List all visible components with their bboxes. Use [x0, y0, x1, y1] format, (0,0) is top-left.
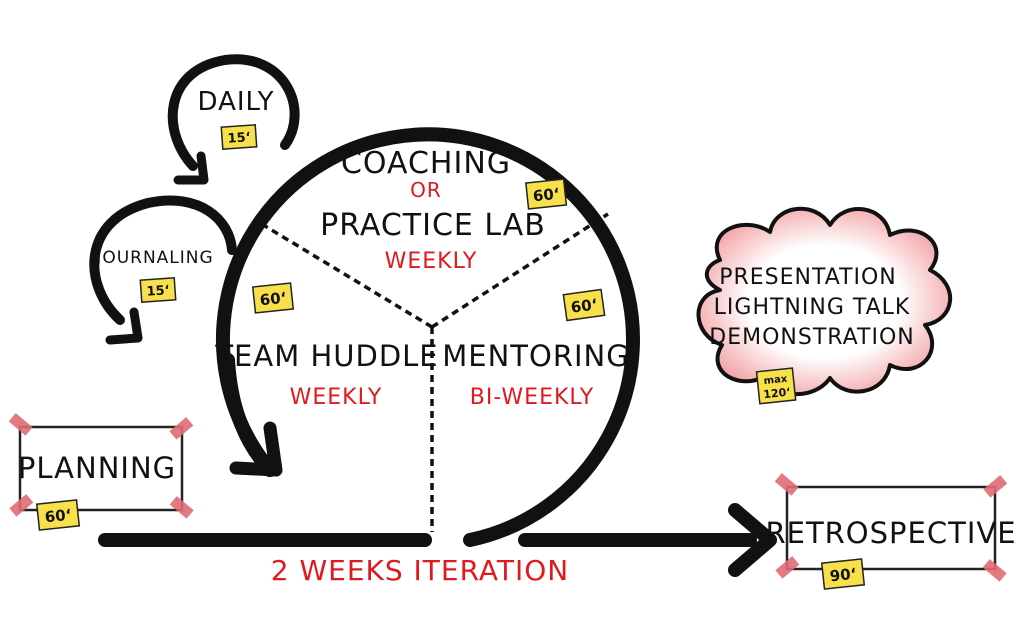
retro-tape-top-left	[774, 473, 799, 496]
retro-tape-bottom-left	[775, 556, 800, 579]
timeline: 2 WEEKS ITERATION	[98, 503, 777, 587]
mentoring-duration-tag: 60‘	[562, 288, 606, 322]
daily-label: DAILY	[198, 87, 275, 117]
mentoring-frequency: BI-WEEKLY	[470, 385, 594, 410]
planning-card-frame	[18, 425, 184, 512]
mentoring-title: MENTORING	[442, 339, 629, 373]
segment-team-huddle: 60‘ TEAM HUDDLE WEEKLY	[214, 282, 438, 410]
journaling-loop-path	[89, 195, 237, 325]
segment-coaching: COACHING OR PRACTICE LAB WEEKLY 60‘	[320, 146, 568, 274]
journaling-duration: 15‘	[146, 283, 170, 300]
mentoring-duration: 60‘	[570, 295, 599, 317]
cycle-ring	[215, 127, 640, 547]
coaching-duration: 60‘	[532, 185, 560, 206]
planning-tape-top-right	[169, 417, 194, 440]
burst-line-1: PRESENTATION	[719, 265, 897, 290]
retrospective-duration-tag: 90‘	[820, 558, 866, 590]
burst-duration-max: max	[763, 374, 788, 387]
retrospective-duration: 90‘	[829, 565, 857, 586]
daily-loop: DAILY 15‘	[167, 54, 300, 185]
journaling-arrowhead-icon	[105, 307, 143, 345]
timeline-label: 2 WEEKS ITERATION	[271, 554, 570, 587]
retrospective-card: RETROSPECTIVE 90‘	[765, 473, 1016, 590]
journaling-loop: JOURNALING 15‘	[89, 195, 237, 345]
daily-duration: 15‘	[227, 130, 251, 147]
cycle-circle	[215, 127, 640, 547]
burst-duration-value: 120‘	[763, 385, 791, 401]
planning-duration: 60‘	[44, 506, 72, 527]
team-huddle-frequency: WEEKLY	[290, 385, 383, 410]
burst-duration-tag: max 120‘	[755, 367, 797, 405]
burst-line-3: DEMONSTRATION	[709, 325, 914, 350]
planning-tape-bottom-right	[169, 496, 194, 519]
planning-duration-tag: 60‘	[35, 499, 81, 531]
retro-tape-bottom-right	[982, 559, 1007, 582]
divider-left	[254, 218, 433, 329]
presentation-burst: PRESENTATION LIGHTNING TALK DEMONSTRATIO…	[696, 206, 952, 405]
cycle-tail	[221, 353, 277, 477]
planning-label: PLANNING	[18, 451, 176, 485]
coaching-frequency: WEEKLY	[385, 249, 478, 274]
team-huddle-duration-tag: 60‘	[251, 282, 295, 314]
team-huddle-duration: 60‘	[259, 289, 287, 310]
burst-line-2: LIGHTNING TALK	[714, 295, 911, 320]
daily-loop-path	[167, 54, 300, 171]
retro-tape-top-right	[983, 475, 1008, 498]
journaling-duration-tag: 15‘	[139, 277, 177, 303]
burst-shape	[696, 206, 952, 397]
coaching-connector: OR	[410, 178, 442, 202]
segment-mentoring: 60‘ MENTORING BI-WEEKLY	[442, 288, 629, 410]
daily-arrowhead-icon	[173, 151, 209, 185]
retrospective-card-frame	[785, 485, 997, 571]
timeline-arrowhead-icon	[728, 503, 777, 577]
planning-card: PLANNING 60‘	[8, 413, 194, 531]
planning-tape-bottom-left	[9, 494, 34, 517]
coaching-title: COACHING	[341, 146, 511, 181]
team-huddle-title: TEAM HUDDLE	[214, 339, 438, 373]
practice-lab-title: PRACTICE LAB	[320, 208, 546, 243]
daily-duration-tag: 15‘	[220, 124, 258, 150]
planning-tape-top-left	[8, 413, 33, 436]
retrospective-label: RETROSPECTIVE	[765, 516, 1016, 550]
journaling-label: JOURNALING	[95, 248, 213, 268]
divider-right	[431, 212, 609, 329]
coaching-duration-tag: 60‘	[525, 178, 568, 210]
cycle-arrowhead-icon	[229, 421, 283, 477]
